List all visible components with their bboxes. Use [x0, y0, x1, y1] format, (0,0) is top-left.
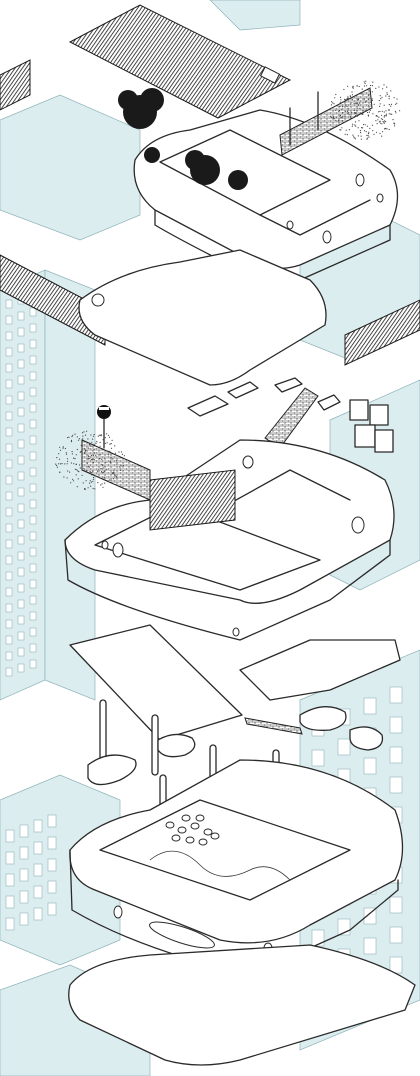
hatched-panel-left — [0, 254, 106, 346]
lower-level — [69, 624, 404, 976]
middle-tub-hole-3 — [351, 516, 365, 534]
hatched-panel-right — [344, 299, 420, 366]
floor-slab-middle — [239, 639, 401, 701]
bench-1 — [187, 395, 229, 417]
roof-brick-screen — [279, 87, 373, 156]
middle-brick-screen — [81, 439, 151, 501]
roof-level — [68, 4, 401, 281]
signpost — [97, 405, 111, 449]
context-block-left-lower — [0, 774, 121, 966]
floor-slab-upper — [78, 249, 327, 386]
lower-brick-strip — [244, 717, 303, 735]
stair — [264, 387, 319, 449]
lower-tub-hole-1 — [113, 905, 123, 919]
lower-canopy-slab — [69, 624, 243, 741]
solar-canopy — [68, 4, 292, 119]
middle-tub-hole-5 — [242, 455, 254, 469]
roof-tub-hole-2 — [355, 173, 365, 187]
crates — [349, 399, 394, 453]
roof-tub-hole-4 — [376, 193, 384, 203]
pebbles — [165, 814, 220, 846]
pods — [87, 706, 384, 786]
lower-tub-slot — [149, 921, 215, 949]
bench-4 — [274, 377, 303, 393]
context-block-top-strip — [209, 0, 301, 31]
rooftop-trees — [118, 88, 248, 190]
middle-hatched-wall — [149, 469, 236, 531]
context-tower-left — [0, 269, 96, 701]
middle-tub-hole-1 — [112, 542, 124, 558]
middle-tub-hole-2 — [101, 540, 109, 550]
hatched-panel-top-left — [0, 59, 31, 111]
upper-slab-opening — [91, 293, 105, 307]
roof-tub-partition — [259, 199, 371, 236]
middle-level — [55, 377, 395, 641]
speckle-texture-middle — [55, 430, 125, 491]
middle-tub-rim-lower — [64, 539, 391, 641]
roof-tub-hole-3 — [286, 220, 294, 230]
lower-tub-terrain — [149, 850, 291, 881]
bench-2 — [227, 381, 259, 399]
lower-tub-inner — [99, 799, 351, 901]
bench-3 — [317, 394, 341, 411]
middle-tub-hole-4 — [232, 627, 240, 637]
speckle-texture-roof — [330, 80, 401, 140]
canopy-corner-box — [259, 66, 281, 84]
roof-tub-inner — [159, 129, 331, 216]
context-block-upper-left — [0, 94, 141, 241]
ground-slab — [68, 944, 416, 1066]
roof-tub-hole-1 — [322, 230, 332, 244]
